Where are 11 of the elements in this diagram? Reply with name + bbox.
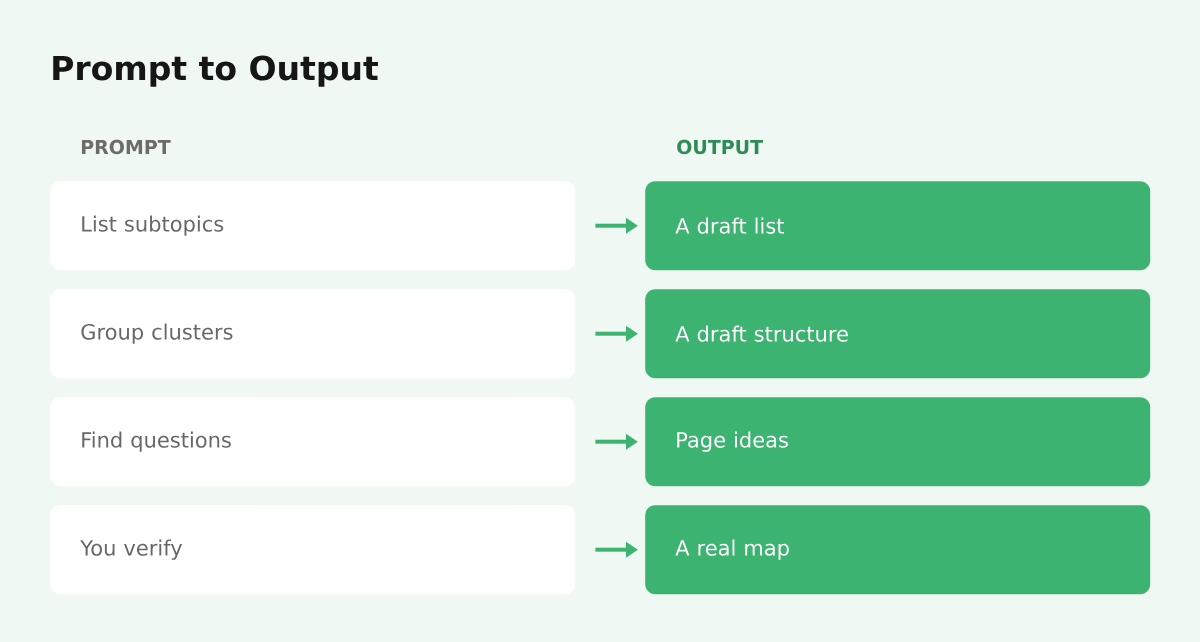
prompt-box: Find questions	[50, 397, 576, 487]
output-box: Page ideas	[645, 397, 1151, 487]
column-heading: OUTPUT	[677, 139, 763, 155]
column-heading: PROMPT	[81, 139, 171, 155]
prompt-box: You verify	[50, 505, 576, 595]
prompt-box: Group clusters	[50, 289, 576, 379]
output-box: A real map	[645, 505, 1151, 595]
prompt-box: List subtopics	[50, 181, 576, 271]
output-box: A draft list	[645, 181, 1151, 271]
title: Prompt to Output	[53, 55, 378, 87]
output-box: A draft structure	[645, 289, 1151, 379]
